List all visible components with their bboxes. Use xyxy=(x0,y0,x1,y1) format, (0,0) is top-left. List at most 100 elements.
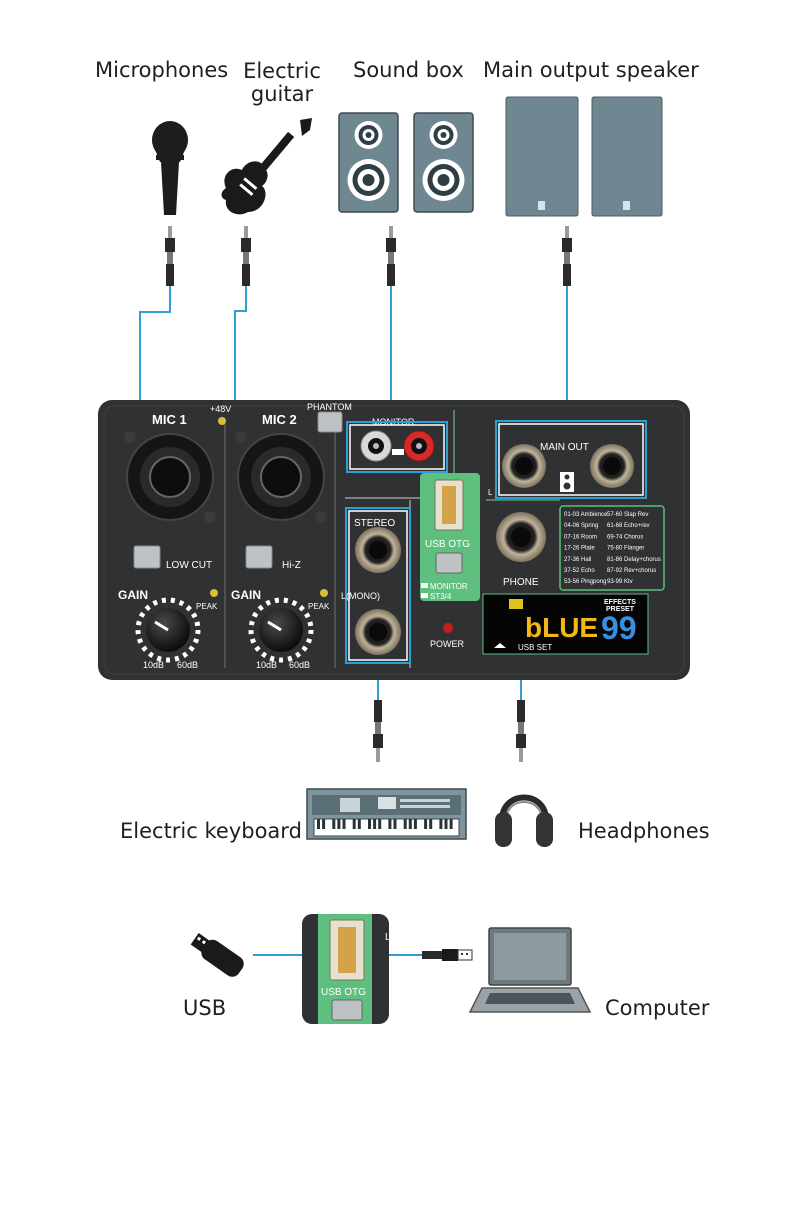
plug-main-speaker xyxy=(562,226,572,286)
keyboard-black-key xyxy=(378,819,382,829)
effects-list-item: 87-92 Rev+chorus xyxy=(607,568,656,574)
monitor-rca-red-jack[interactable] xyxy=(403,430,435,462)
main-out-left-jack[interactable] xyxy=(502,444,546,488)
label-electric-guitar-line2: guitar xyxy=(250,82,314,106)
mic2-xlr-jack[interactable] xyxy=(235,431,327,523)
st34-label: ST3/4 xyxy=(430,592,452,601)
hiz-button[interactable] xyxy=(245,545,273,569)
label-computer: Computer xyxy=(605,996,710,1020)
keyboard-black-key xyxy=(413,819,417,829)
plug-headphones xyxy=(516,700,526,762)
effects-label-2: PRESET xyxy=(606,606,635,613)
svg-text:L: L xyxy=(385,932,391,943)
display-number: 99 xyxy=(601,610,637,646)
electric-guitar-icon xyxy=(221,118,312,215)
main-out-speaker-icon xyxy=(560,472,574,492)
label-microphones: Microphones xyxy=(95,58,229,82)
low-cut-label: LOW CUT xyxy=(166,560,212,571)
label-electric-guitar: Electric guitar xyxy=(238,60,326,106)
usb-otg-button[interactable] xyxy=(435,552,463,574)
main-speaker-left-icon xyxy=(505,96,579,217)
mic1-gain-label: GAIN xyxy=(118,588,148,602)
keyboard-black-key xyxy=(322,819,326,829)
phantom-button[interactable] xyxy=(317,411,343,433)
hiz-label: Hi-Z xyxy=(282,560,301,571)
main-out-l-label: L xyxy=(488,488,493,497)
keyboard-black-key xyxy=(444,819,448,829)
keyboard-black-key xyxy=(424,819,428,829)
phantom-led xyxy=(218,417,226,425)
zoom-usb-otg-button xyxy=(331,999,363,1021)
keyboard-black-key xyxy=(439,819,443,829)
label-headphones: Headphones xyxy=(578,819,710,843)
mic1-xlr-jack[interactable] xyxy=(124,431,216,523)
usb-otg-zoom-panel: USB OTG L xyxy=(302,914,391,1024)
plug-microphone xyxy=(165,226,175,286)
sound-box-left-icon xyxy=(338,112,399,213)
low-cut-button[interactable] xyxy=(133,545,161,569)
mic2-gain-min: 10dB xyxy=(256,660,277,670)
keyboard-black-key xyxy=(393,819,397,829)
power-led xyxy=(443,623,453,633)
effects-list-item: 01-03 Ambience xyxy=(564,512,608,518)
keyboard-black-key xyxy=(332,819,336,829)
plug-guitar xyxy=(241,226,251,286)
keyboard-black-key xyxy=(449,819,453,829)
mic1-label: MIC 1 xyxy=(152,412,187,427)
keyboard-black-key xyxy=(388,819,392,829)
usb-otg-label: USB OTG xyxy=(425,539,470,550)
headphones-icon xyxy=(495,794,553,847)
display-text: bLUE xyxy=(525,612,598,643)
zoom-usb-otg-label: USB OTG xyxy=(321,987,366,998)
keyboard-black-key xyxy=(337,819,341,829)
mic1-gain-max: 60dB xyxy=(177,660,198,670)
effects-list-item: 07-16 Room xyxy=(564,534,597,540)
plug-keyboard xyxy=(373,700,383,762)
effects-list-item: 57-60 Slap Rev xyxy=(607,512,648,518)
label-usb: USB xyxy=(183,996,227,1020)
usb-otg-panel: USB OTG MONITOR ST3/4 xyxy=(420,473,480,601)
mic1-gain-knob[interactable] xyxy=(135,597,201,663)
effects-label-1: EFFECTS xyxy=(604,599,636,606)
keyboard-black-key xyxy=(403,819,407,829)
stereo-l-mono-jack[interactable] xyxy=(355,609,401,655)
label-sound-box: Sound box xyxy=(353,58,464,82)
usb-stick-icon xyxy=(190,933,244,977)
mic2-gain-knob[interactable] xyxy=(248,597,314,663)
label-electric-guitar-line1: Electric xyxy=(243,59,321,83)
microphone-icon xyxy=(152,121,188,215)
plus48v-label: +48V xyxy=(210,404,231,414)
keyboard-black-key xyxy=(317,819,320,829)
electric-keyboard-icon xyxy=(306,788,467,840)
main-out-label: MAIN OUT xyxy=(540,442,589,453)
effects-list-item: 61-68 Echo+rev xyxy=(607,523,650,529)
plug-sound-box xyxy=(386,226,396,286)
usb-set-label: USB SET xyxy=(518,643,552,652)
usb-cable-plug-icon xyxy=(422,949,473,961)
power-label: POWER xyxy=(430,639,465,649)
effects-list-item: 75-80 Flanger xyxy=(607,546,644,552)
stereo-r-jack[interactable] xyxy=(355,527,401,573)
label-electric-keyboard: Electric keyboard xyxy=(120,819,302,843)
main-out-right-jack[interactable] xyxy=(590,444,634,488)
effects-list-item: 93-99 Ktv xyxy=(607,579,633,585)
effects-list-item: 37-52 Echo xyxy=(564,568,595,574)
keyboard-black-key xyxy=(368,819,371,829)
main-out-highlight xyxy=(495,420,647,499)
effects-list-item: 81-86 Delay+chorus xyxy=(607,557,661,563)
effects-list-right: 57-60 Slap Rev 61-68 Echo+rev 69-74 Chorus… xyxy=(607,512,661,585)
monitor-st-label: MONITOR xyxy=(430,582,468,591)
effects-display: EFFECTS PRESET bLUE 99 USB SET xyxy=(482,593,649,655)
keyboard-black-key xyxy=(352,819,356,829)
stereo-label: STEREO xyxy=(354,518,395,529)
mic2-peak-label: PEAK xyxy=(308,602,330,611)
phone-jack[interactable] xyxy=(496,512,546,562)
monitor-rca-white-jack[interactable] xyxy=(360,430,392,462)
effects-list-item: 69-74 Chorus xyxy=(607,534,643,540)
mic1-peak-label: PEAK xyxy=(196,602,218,611)
effects-list-item: 27-36 Hall xyxy=(564,557,591,563)
phantom-label: PHANTOM xyxy=(307,402,352,412)
lmono-label: L(MONO) xyxy=(341,591,380,601)
sound-box-right-icon xyxy=(413,112,474,213)
